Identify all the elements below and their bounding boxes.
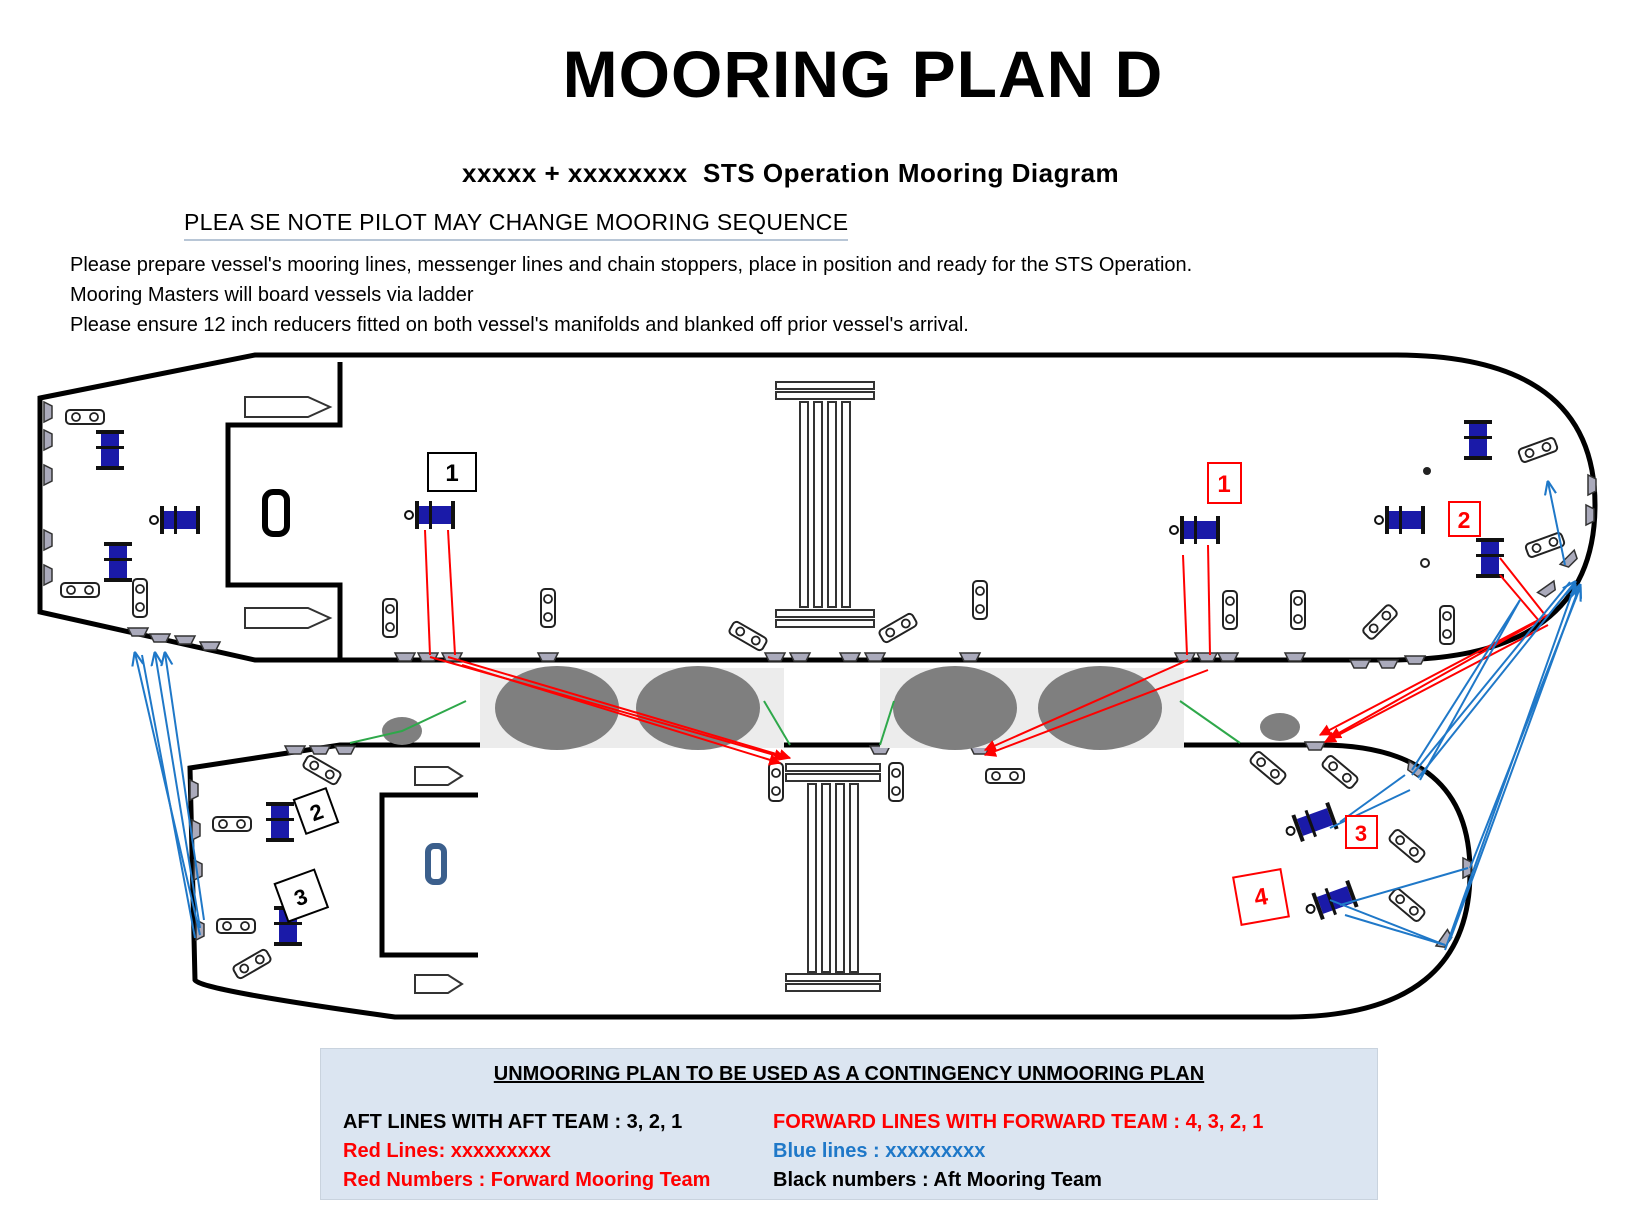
top-fwd-label-2: 2 <box>1448 501 1481 537</box>
svg-text:2: 2 <box>1458 507 1471 533</box>
fenders <box>349 666 1300 750</box>
diagram-subtitle: xxxxx + xxxxxxxx STS Operation Mooring D… <box>462 158 1120 188</box>
svg-text:4: 4 <box>1252 883 1270 912</box>
blue-lines-label: Blue lines : xxxxxxxxx <box>773 1140 986 1162</box>
top-aft-label-1: 1 <box>427 452 477 492</box>
svg-text:3: 3 <box>1355 821 1367 846</box>
instruction-line: Mooring Masters will board vessels via l… <box>70 284 474 306</box>
instruction-line: Please prepare vessel's mooring lines, m… <box>70 254 1193 276</box>
legend-box: UNMOORING PLAN TO BE USED AS A CONTINGEN… <box>320 1048 1378 1200</box>
blue-mooring-lines <box>135 482 1580 951</box>
bottom-fwd-label-3: 3 <box>1345 815 1378 849</box>
bottom-fwd-label-4: 4 <box>1232 868 1290 926</box>
red-numbers-label: Red Numbers : Forward Mooring Team <box>343 1169 711 1191</box>
bottom-aft-label-2: 2 <box>292 786 340 836</box>
black-numbers-label: Black numbers : Aft Mooring Team <box>773 1169 1102 1191</box>
forward-lines-label: FORWARD LINES WITH FORWARD TEAM : 4, 3, … <box>773 1111 1264 1133</box>
top-vessel <box>37 352 1598 669</box>
red-lines-label: Red Lines: xxxxxxxxx <box>343 1140 551 1162</box>
aft-lines-label: AFT LINES WITH AFT TEAM : 3, 2, 1 <box>343 1111 683 1133</box>
legend-heading: UNMOORING PLAN TO BE USED AS A CONTINGEN… <box>493 1063 1205 1085</box>
bottom-vessel <box>187 741 1473 1020</box>
top-fwd-label-1: 1 <box>1207 462 1242 504</box>
instruction-line: Please ensure 12 inch reducers fitted on… <box>70 314 969 336</box>
bottom-aft-label-3: 3 <box>273 868 330 923</box>
pilot-note: PLEA SE NOTE PILOT MAY CHANGE MOORING SE… <box>184 209 849 241</box>
svg-text:1: 1 <box>445 460 458 487</box>
page-title: MOORING PLAN D <box>562 37 1164 111</box>
svg-text:1: 1 <box>1217 471 1230 498</box>
red-mooring-lines <box>424 529 1549 766</box>
